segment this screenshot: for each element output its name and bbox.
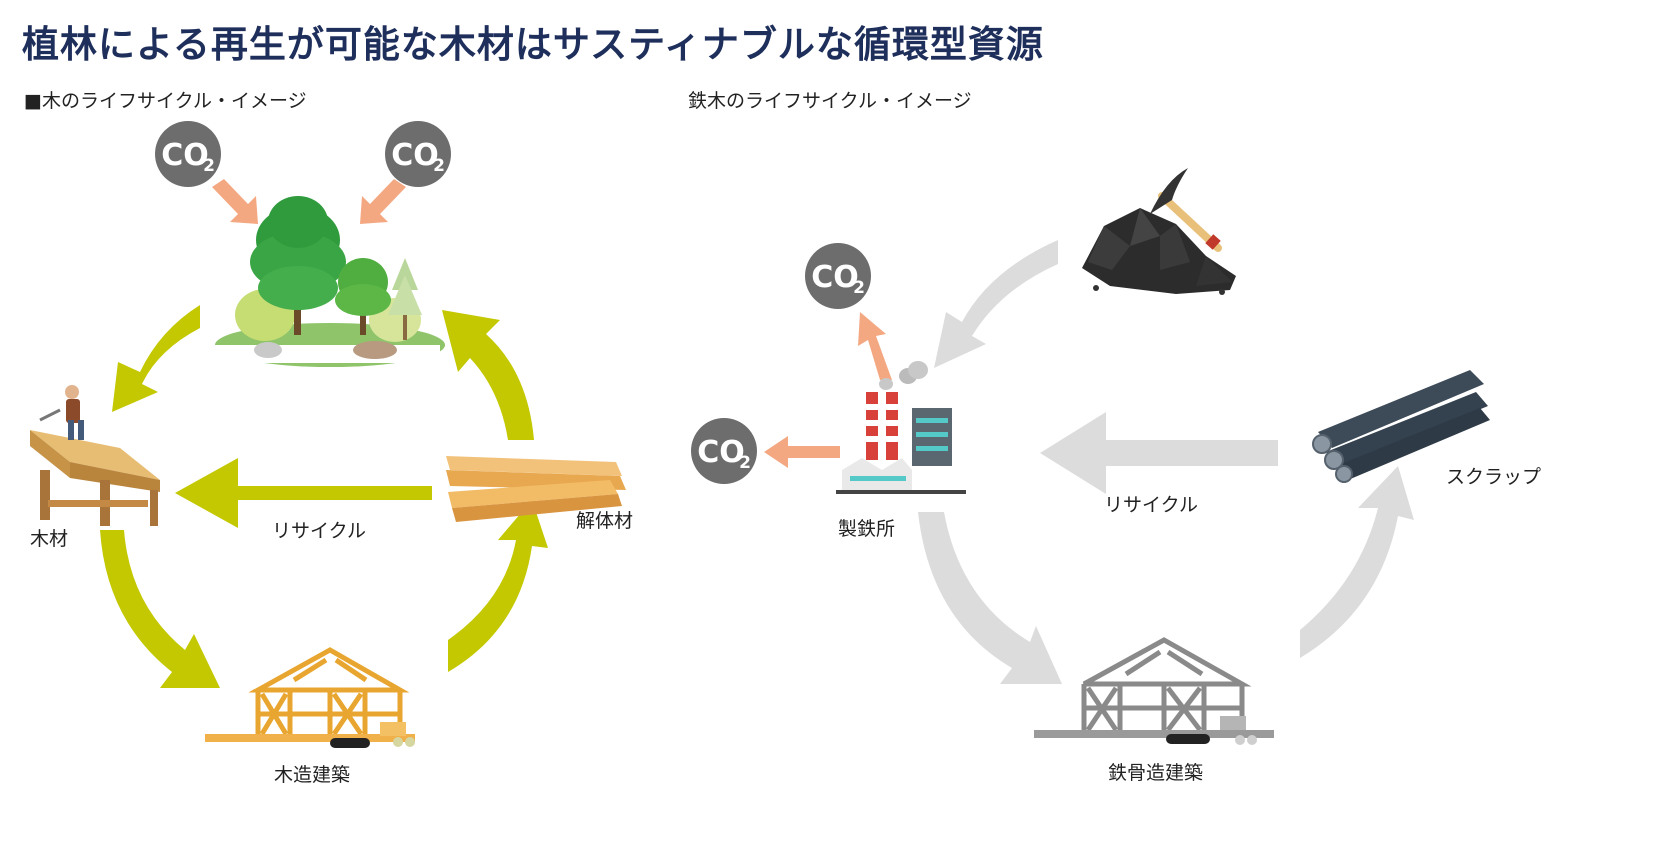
coal-illustration [1082,168,1236,295]
label-wood-building: 木造建築 [274,764,351,786]
scrap-illustration [1312,370,1490,483]
label-steel-building: 鉄骨造建築 [1108,762,1204,784]
co2-icon: CO 2 [385,121,451,187]
co2-icon: CO 2 [691,418,757,484]
co2-emit-arrow [764,312,892,468]
steel-lifecycle-heading: 鉄木のライフサイクル・イメージ [688,90,972,112]
label-dismantled-wood: 解体材 [576,510,634,532]
svg-text:2: 2 [853,278,865,298]
forest-illustration [215,196,445,367]
svg-text:CO: CO [161,138,209,173]
svg-text:2: 2 [433,156,445,176]
steel-frame-building [1081,637,1252,734]
svg-text:CO: CO [391,138,439,173]
label-steelworks: 製鉄所 [838,518,896,540]
steelworks-illustration [836,361,966,494]
svg-text:2: 2 [203,156,215,176]
wood-lifecycle-heading: ■木のライフサイクル・イメージ [24,90,307,112]
label-wood: 木材 [30,528,69,550]
dismantled-lumber-illustration [446,456,626,522]
page-title: 植林による再生が可能な木材はサスティナブルな循環型資源 [22,23,1044,66]
steel-cycle-arrows [918,240,1414,684]
svg-text:CO: CO [697,435,745,470]
wood-frame-building [248,647,410,738]
co2-icon: CO 2 [805,243,871,309]
steel-building-base [1034,716,1274,745]
carpenter-illustration [30,385,160,526]
co2-icon: CO 2 [155,121,221,187]
wood-building-base [205,722,415,748]
label-steel-recycle: リサイクル [1104,494,1199,516]
co2-absorb-arrow [212,179,406,224]
wood-cycle-arrows [100,305,548,688]
svg-text:CO: CO [811,260,859,295]
label-wood-recycle: リサイクル [272,520,367,542]
label-scrap: スクラップ [1446,466,1542,488]
svg-text:2: 2 [739,453,751,473]
